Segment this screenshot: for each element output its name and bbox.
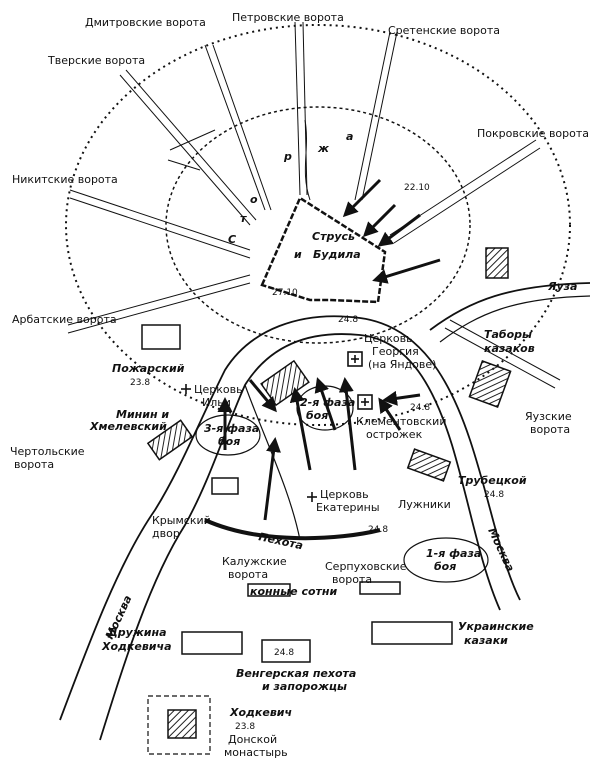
label-yauzskie-1: Яузские: [525, 410, 572, 423]
label-church-georgiy-3: (на Яндове): [368, 358, 436, 371]
label-luzhniki: Лужники: [398, 498, 451, 511]
label-khodkevich: Ходкевич: [229, 706, 292, 719]
kremlin: [260, 196, 387, 304]
label-phase3-2: боя: [218, 435, 240, 448]
label-moskva-right: Москва: [485, 526, 517, 574]
canal: [244, 384, 301, 541]
outer-wall: [65, 24, 571, 426]
label-strus: Струсь: [312, 230, 355, 243]
label-wall-date: 22.10: [404, 183, 430, 193]
label-phase3-1: 3-я фаза: [204, 422, 259, 435]
label-klementovsky-2: острожек: [366, 428, 423, 441]
label-trubetskoy: Трубецкой: [458, 474, 527, 487]
neglinnaya: [304, 119, 311, 201]
label-minin-2: Хмелевский: [89, 420, 167, 433]
label-konnye: конные сотни: [250, 585, 338, 598]
label-donskoy-2: монастырь: [224, 746, 288, 759]
label-druzhina-2: Ходкевича: [101, 640, 172, 653]
label-hungarian-date: 24.8: [274, 648, 294, 658]
label-khodkevich-date: 23.8: [235, 722, 255, 732]
label-church-ilya-2: Ильи: [202, 396, 231, 409]
label-yauzskie-2: ворота: [530, 423, 570, 436]
label-kaluzhskie-1: Калужские: [222, 555, 287, 568]
label-krymsky-2: двор: [152, 527, 180, 540]
label-trubetskoy-date: 24.8: [484, 490, 504, 500]
wall-letter-t: т: [240, 212, 247, 225]
wall-letter-s: С: [228, 233, 236, 246]
label-date-c: 24.8: [368, 525, 388, 535]
label-date-b: 24.8: [410, 403, 430, 413]
label-chertolskie-1: Чертольские: [10, 445, 85, 458]
label-pekhota: Пехота: [257, 530, 304, 552]
label-tabory-2: казаков: [484, 342, 535, 355]
label-church-ekaterina-1: Церковь: [320, 488, 369, 501]
label-hungarian-2: и запорожцы: [262, 680, 347, 693]
label-phase2-2: боя: [306, 409, 328, 422]
label-pokrovskie: Покровские ворота: [477, 127, 589, 140]
assault-arrows: [217, 178, 441, 521]
inner-wall: [165, 106, 471, 344]
label-nikitskie: Никитские ворота: [12, 173, 118, 186]
label-pozharsky-date: 23.8: [130, 378, 150, 388]
label-kaluzhskie-2: ворота: [228, 568, 268, 581]
label-budila: Будила: [313, 248, 361, 261]
label-minin-1: Минин и: [116, 408, 169, 421]
label-church-georgiy-1: Церковь: [364, 332, 413, 345]
label-klementovsky-1: Клементовский: [356, 415, 446, 428]
donskoy-frame: [147, 695, 211, 755]
moskva-river: [59, 315, 521, 741]
label-petrovskie: Петровские ворота: [232, 11, 344, 24]
label-church-ilya-1: Церковь: [194, 383, 243, 396]
label-date-a: 24.8: [338, 315, 358, 325]
label-dmitrovskie: Дмитровские ворота: [85, 16, 206, 29]
phase2-area: [296, 385, 354, 431]
label-druzhina-1: Дружина: [107, 626, 167, 639]
label-church-georgiy-2: Георгия: [372, 345, 419, 358]
phase3-area: [195, 414, 261, 456]
label-donskoy-1: Донской: [228, 733, 277, 746]
wall-letter-r: р: [283, 150, 292, 163]
church-icons: [181, 351, 373, 502]
positions: [141, 247, 512, 739]
wall-letter-a: а: [346, 130, 353, 143]
label-ukrainian-1: Украинские: [458, 620, 534, 633]
label-strus-i: и: [294, 248, 302, 261]
wall-letter-zh: ж: [317, 142, 330, 155]
label-tabory-1: Таборы: [484, 328, 532, 341]
label-serpukhovskie-1: Серпуховские: [325, 560, 407, 573]
label-serpukhovskie-2: ворота: [332, 573, 372, 586]
label-tverskie: Тверские ворота: [47, 54, 145, 67]
label-phase2-1: 2-я фаза: [300, 396, 355, 409]
label-pozharsky: Пожарский: [112, 362, 185, 375]
label-ukrainian-2: казаки: [464, 634, 508, 647]
yauza-river-bank: [439, 295, 591, 343]
label-phase1-1: 1-я фаза: [426, 547, 481, 560]
phase1-area: [403, 537, 489, 583]
yauza-river: [429, 282, 591, 331]
label-hungarian-1: Венгерская пехота: [236, 667, 356, 680]
label-yauza: Яуза: [547, 280, 577, 293]
label-chertolskie-2: ворота: [14, 458, 54, 471]
label-church-ekaterina-2: Екатерины: [316, 501, 380, 514]
label-kremlin-date: 27.10: [272, 288, 298, 298]
streets: [67, 21, 561, 389]
label-phase1-2: боя: [434, 560, 456, 573]
label-sretenskie: Сретенские ворота: [388, 24, 500, 37]
label-krymsky-1: Крымский: [152, 514, 211, 527]
label-arbatskie: Арбатские ворота: [12, 313, 117, 326]
defence-line: [204, 518, 381, 541]
wall-letter-o: о: [250, 193, 258, 206]
